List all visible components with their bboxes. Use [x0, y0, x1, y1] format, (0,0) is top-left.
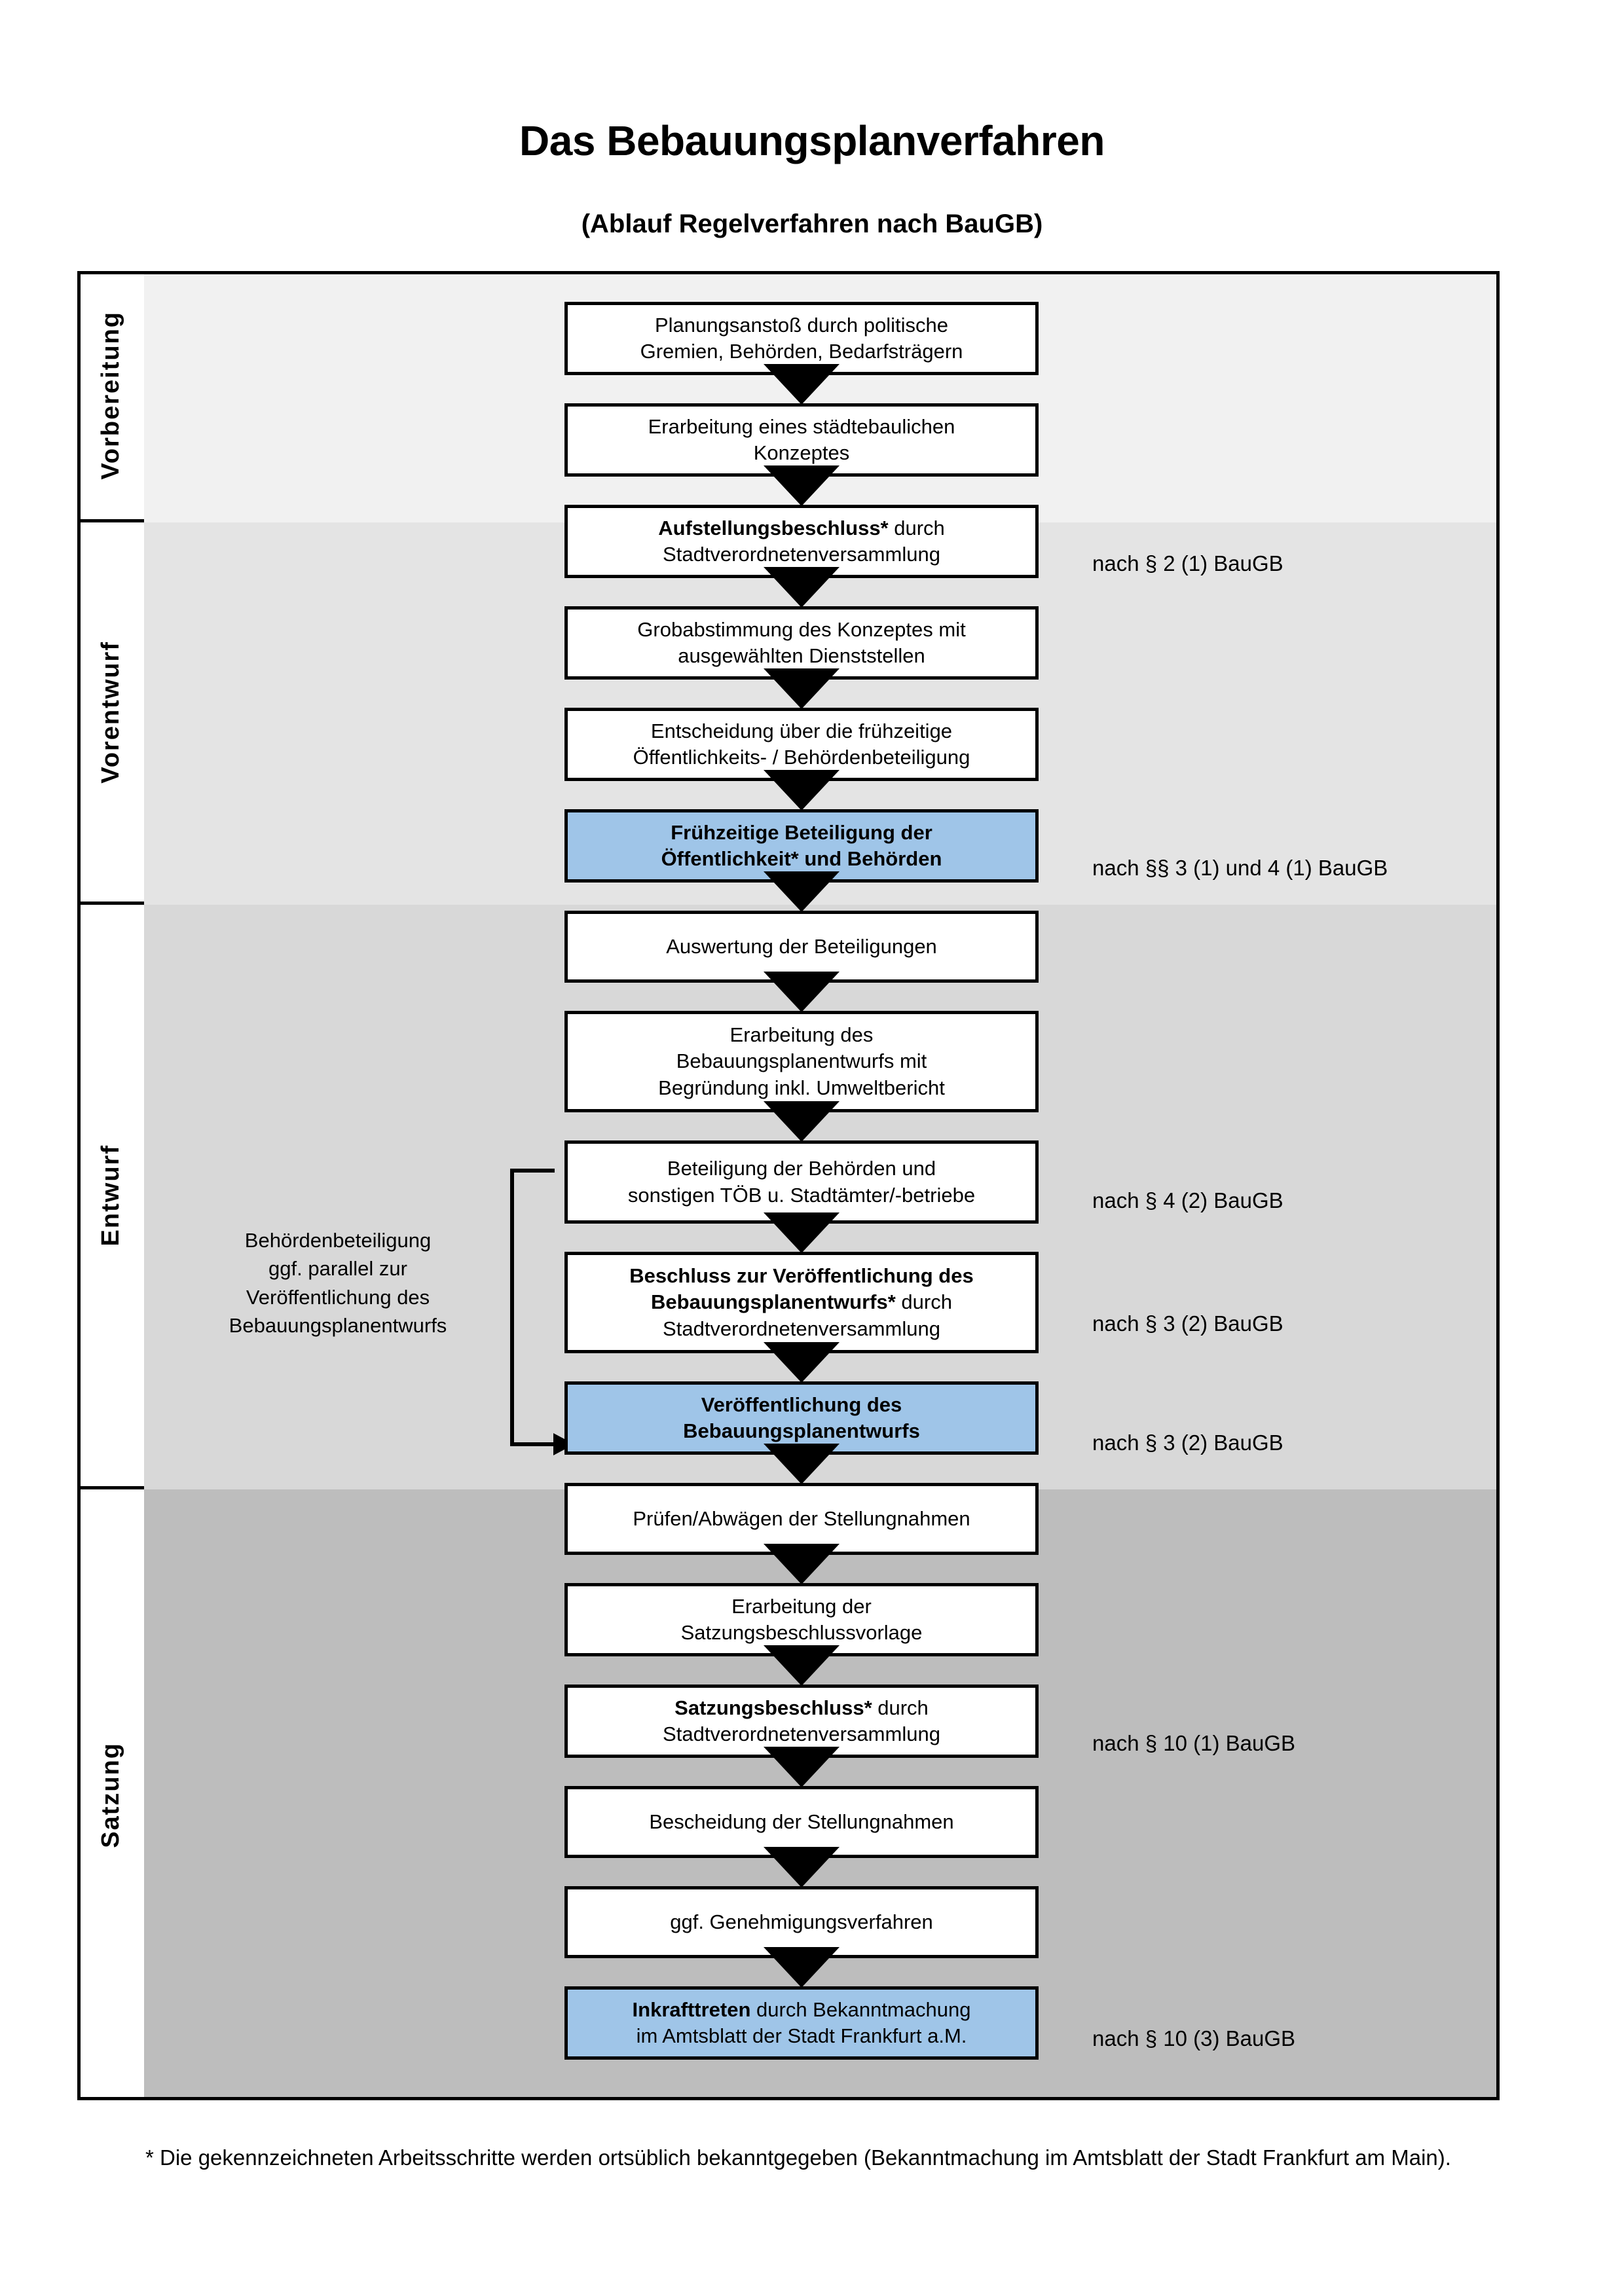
phase-label-vorentwurf: Vorentwurf: [77, 522, 144, 905]
legal-note-par10-3: nach § 10 (3) BauGB: [1092, 2026, 1296, 2050]
step-line-1: Beschluss zur Veröffentlichung des: [629, 1263, 973, 1289]
step-line-1: Satzungsbeschluss* durch: [663, 1695, 940, 1721]
step-line-2: Bebauungsplanentwurfs: [683, 1419, 920, 1442]
step-bold-text: Inkrafttreten: [632, 1997, 751, 2021]
flow-arrow-down-icon-14: [764, 1747, 840, 1787]
step-line-1: Entscheidung über die frühzeitige: [650, 719, 953, 742]
step-grobabstimmung[interactable]: Grobabstimmung des Konzeptes mit ausgewä…: [564, 606, 1039, 680]
phase-label-column: Vorbereitung Vorentwurf Entwurf Satzung: [77, 271, 144, 2100]
step-bold-suffix: durch Bekanntmachung: [750, 1997, 971, 2021]
legal-note-par4-2: nach § 4 (2) BauGB: [1092, 1188, 1283, 1212]
step-fruehzeitige-beteiligung[interactable]: Frühzeitige Beteiligung der Öffentlichke…: [564, 809, 1039, 883]
flow-arrow-down-icon-9: [764, 1212, 840, 1253]
step-line-1: Erarbeitung der: [731, 1594, 872, 1618]
flow-arrow-down-icon-3: [764, 567, 840, 608]
step-line-2: Gremien, Behörden, Bedarfsträgern: [640, 340, 963, 363]
step-auswertung[interactable]: Auswertung der Beteiligungen: [564, 911, 1039, 983]
loop-connector-top: [510, 1169, 555, 1173]
step-entscheidung-fruehzeitig[interactable]: Entscheidung über die frühzeitige Öffent…: [564, 708, 1039, 781]
step-bold-suffix: durch: [872, 1696, 929, 1719]
step-line-2: Stadtverordnetenversammlung: [663, 543, 940, 566]
sidenote-line-3: Veröffentlichung des: [246, 1285, 430, 1309]
step-line-1: Aufstellungsbeschluss* durch: [658, 515, 945, 541]
step-line-2: Öffentlichkeits- / Behördenbeteiligung: [633, 746, 970, 769]
step-satzungsbeschluss[interactable]: Satzungsbeschluss* durch Stadtverordnete…: [564, 1685, 1039, 1758]
loop-connector-bottom: [510, 1442, 557, 1446]
step-genehmigungsverfahren[interactable]: ggf. Genehmigungsverfahren: [564, 1886, 1039, 1958]
flow-arrow-down-icon-11: [764, 1444, 840, 1484]
flow-arrow-down-icon-8: [764, 1101, 840, 1142]
step-line-1: Erarbeitung des: [729, 1023, 874, 1047]
step-line-1: Veröffentlichung des: [701, 1393, 902, 1416]
page-title: Das Bebauungsplanverfahren: [519, 117, 1105, 164]
step-line-1: Erarbeitung eines städtebaulichen: [648, 414, 955, 438]
step-line-1: Planungsanstoß durch politische: [654, 313, 949, 337]
step-line-1: ggf. Genehmigungsverfahren: [670, 1910, 933, 1933]
flow-arrow-down-icon-15: [764, 1847, 840, 1887]
step-line-3: Stadtverordnetenversammlung: [663, 1317, 940, 1340]
flow-arrow-down-icon-12: [764, 1544, 840, 1584]
step-line-2: Bebauungsplanentwurfs mit: [676, 1049, 927, 1073]
flow-arrow-down-icon-7: [764, 972, 840, 1012]
step-beteiligung-behoerden-toeb[interactable]: Beteiligung der Behörden und sonstigen T…: [564, 1140, 1039, 1224]
flow-arrow-down-icon-2: [764, 465, 840, 506]
legal-note-par2-1: nach § 2 (1) BauGB: [1092, 551, 1283, 575]
phase-label-text: Entwurf: [96, 1144, 124, 1247]
phase-label-satzung: Satzung: [77, 1489, 144, 2100]
sidenote-behoerdenbeteiligung: Behördenbeteiligung ggf. parallel zur Ve…: [194, 1226, 482, 1340]
step-inkrafttreten[interactable]: Inkrafttreten durch Bekanntmachung im Am…: [564, 1986, 1039, 2060]
phase-label-entwurf: Entwurf: [77, 905, 144, 1489]
step-bold-text: Beschluss zur Veröffentlichung des: [629, 1264, 974, 1288]
phase-label-text: Vorentwurf: [96, 640, 124, 784]
step-line-1: Beteiligung der Behörden und: [667, 1157, 936, 1180]
step-beschluss-veroeffentlichung[interactable]: Beschluss zur Veröffentlichung des Bebau…: [564, 1252, 1039, 1353]
step-erarbeitung-bebauungsplanentwurf[interactable]: Erarbeitung des Bebauungsplanentwurfs mi…: [564, 1011, 1039, 1112]
flow-arrow-down-icon-16: [764, 1947, 840, 1988]
flow-arrow-down-icon-4: [764, 668, 840, 709]
footnote: * Die gekennzeichneten Arbeitsschritte w…: [145, 2145, 1451, 2170]
legal-note-par10-1: nach § 10 (1) BauGB: [1092, 1731, 1296, 1755]
step-bold-suffix: durch: [888, 516, 945, 539]
step-satzungsbeschlussvorlage[interactable]: Erarbeitung der Satzungsbeschlussvorlage: [564, 1583, 1039, 1656]
flow-arrow-down-icon-13: [764, 1645, 840, 1686]
step-bold-text: Satzungsbeschluss*: [674, 1696, 872, 1719]
step-line-1: Grobabstimmung des Konzeptes mit: [637, 617, 966, 641]
flow-arrow-down-icon-10: [764, 1342, 840, 1383]
phase-label-text: Satzung: [96, 1741, 124, 1848]
flow-arrow-down-icon-6: [764, 871, 840, 912]
step-line-1: Prüfen/Abwägen der Stellungnahmen: [633, 1506, 970, 1530]
step-line-2: Konzeptes: [753, 441, 850, 464]
sidenote-line-1: Behördenbeteiligung: [244, 1229, 432, 1252]
flow-arrow-down-icon-5: [764, 770, 840, 811]
step-line-1: Inkrafttreten durch Bekanntmachung: [633, 1997, 971, 2023]
step-line-2: Bebauungsplanentwurfs* durch: [629, 1289, 973, 1315]
sidenote-line-4: Bebauungsplanentwurfs: [229, 1314, 447, 1338]
legal-note-par3-2-a: nach § 3 (2) BauGB: [1092, 1311, 1283, 1336]
legal-note-par3-1-par4-1: nach §§ 3 (1) und 4 (1) BauGB: [1092, 856, 1388, 880]
step-line-2: sonstigen TÖB u. Stadtämter/-betriebe: [627, 1183, 976, 1207]
step-veroeffentlichung-entwurf[interactable]: Veröffentlichung des Bebauungsplanentwur…: [564, 1381, 1039, 1455]
step-line-1: Frühzeitige Beteiligung der: [671, 820, 932, 844]
step-bold-text: Aufstellungsbeschluss*: [658, 516, 889, 539]
step-line-2: im Amtsblatt der Stadt Frankfurt a.M.: [636, 2024, 967, 2047]
step-line-2: ausgewählten Dienststellen: [678, 644, 925, 667]
step-line-1: Auswertung der Beteiligungen: [666, 934, 937, 958]
loop-connector-vertical: [510, 1169, 514, 1444]
phase-label-text: Vorbereitung: [96, 310, 124, 480]
step-line-3: Begründung inkl. Umweltbericht: [658, 1076, 945, 1099]
step-line-1: Bescheidung der Stellungnahmen: [649, 1810, 954, 1833]
step-bold-text-2: Bebauungsplanentwurfs*: [651, 1290, 896, 1314]
phase-label-vorbereitung: Vorbereitung: [77, 271, 144, 522]
step-bold-suffix: durch: [895, 1290, 952, 1314]
flow-arrow-down-icon-1: [764, 364, 840, 405]
step-line-2: Stadtverordnetenversammlung: [663, 1722, 940, 1745]
step-line-2: Satzungsbeschlussvorlage: [680, 1621, 923, 1644]
step-line-2: Öffentlichkeit* und Behörden: [661, 847, 942, 870]
sidenote-line-2: ggf. parallel zur: [268, 1257, 407, 1281]
legal-note-par3-2-b: nach § 3 (2) BauGB: [1092, 1430, 1283, 1455]
page-subtitle: (Ablauf Regelverfahren nach BauGB): [581, 210, 1043, 238]
